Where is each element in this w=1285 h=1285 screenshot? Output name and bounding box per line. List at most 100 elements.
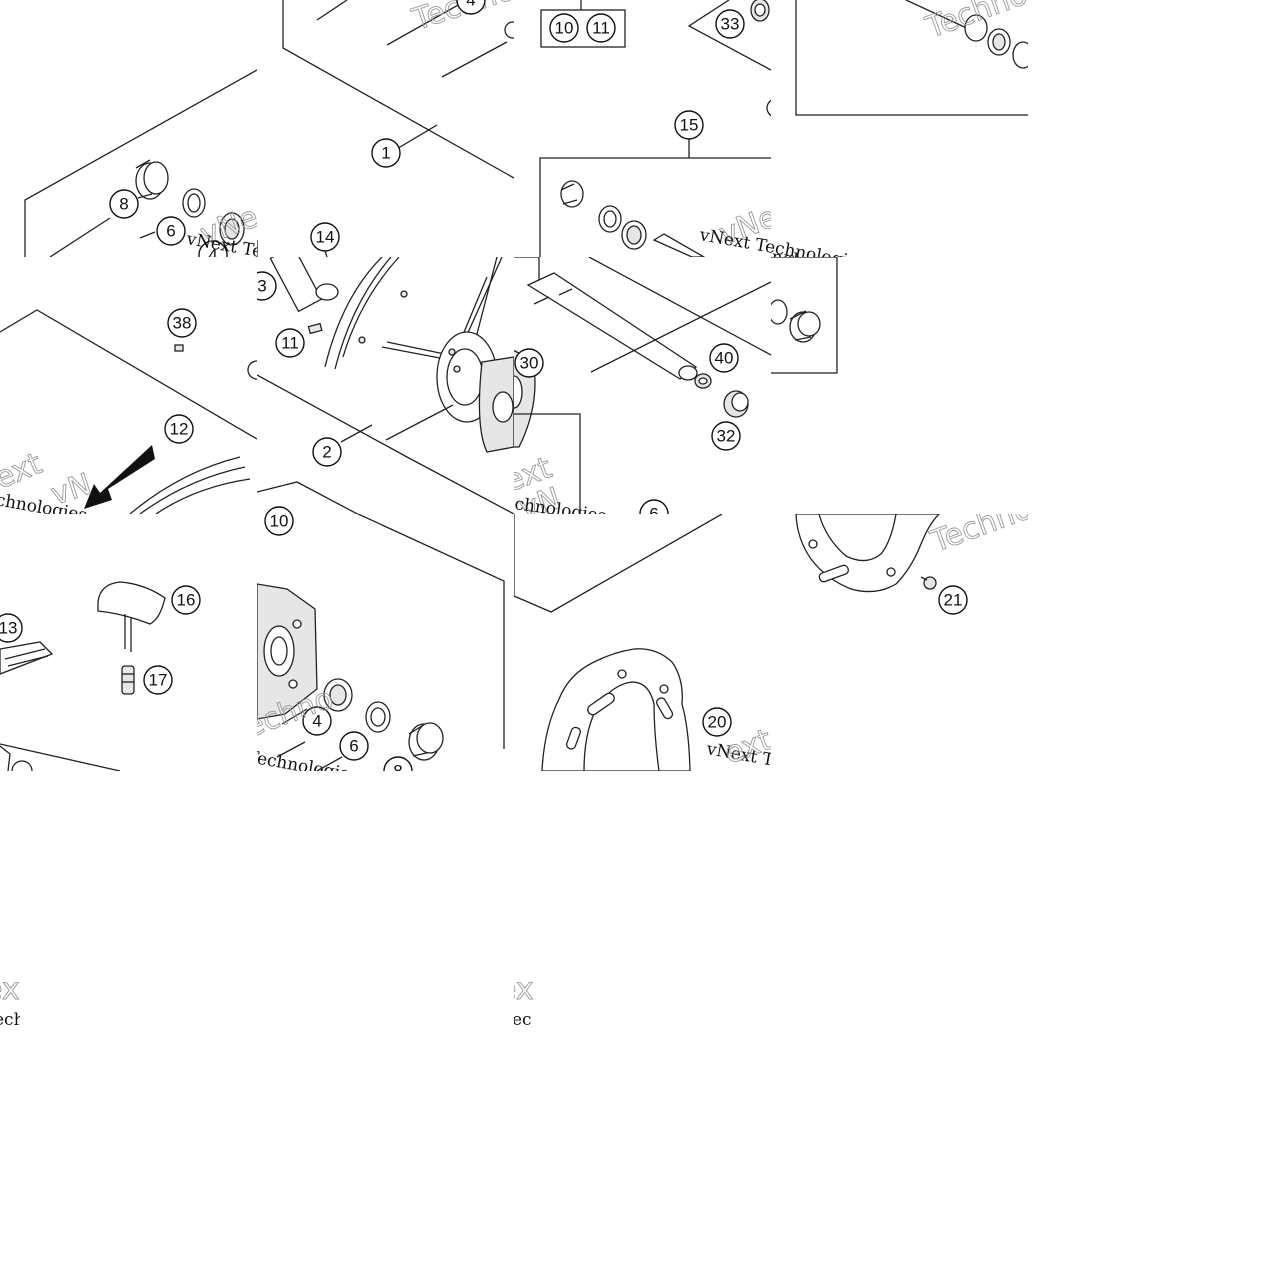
tile-front-wheel-assembly-frame: Techno 4 1 14 [257,0,514,257]
tile-front-brake-disc: 20 vNext Tec ext [514,514,771,771]
svg-text:21: 21 [944,591,963,610]
svg-text:33: 33 [721,15,740,34]
svg-text:32: 32 [717,427,736,446]
svg-text:15: 15 [680,116,699,135]
callout: 6 [339,731,369,761]
bolt-icon [307,322,323,335]
svg-text:11: 11 [281,334,299,353]
seal-icon [182,188,206,218]
bearing-icon [621,220,647,250]
callout: 2 [312,437,342,467]
watermark-ghost: ex [514,975,534,1007]
rim-lock-icon [97,581,166,652]
arrow-icon [84,445,155,509]
tile-fragment-left: ex ech [0,975,20,1035]
tile-rear-rim: 38 12 ext vN chnologies [0,257,257,514]
bolt-icon [920,576,937,590]
callout: 10 [264,514,294,536]
callout: 17 [143,665,173,695]
spacer-icon [652,233,706,257]
callout: 8 [383,756,413,772]
callout: 33 [715,9,745,39]
callout: 11 [586,13,616,43]
bearing-icon [987,28,1011,56]
hub-icon [478,356,514,453]
rim-icon [324,257,408,370]
callout: 16 [171,585,201,615]
spacer-icon [269,257,339,313]
callout: 6 [156,216,186,246]
svg-text:3: 3 [257,277,266,296]
tile-rear-brake-disc: 21 Technologies [771,514,1028,771]
svg-text:20: 20 [708,713,727,732]
svg-text:8: 8 [119,195,128,214]
spacer-icon [560,180,584,208]
bearing-icon [323,678,353,712]
svg-text:4: 4 [312,712,321,731]
axle-nut-icon [723,390,749,418]
svg-text:10: 10 [270,514,289,531]
svg-text:17: 17 [149,671,168,690]
tile-fragment-center: ex ec [514,975,534,1035]
brake-disc-icon [795,514,940,593]
svg-text:16: 16 [177,591,196,610]
tile-front-axle: 30 40 32 6 ext vN chnologies . [514,257,771,514]
axle-icon [526,272,698,381]
callout: 21 [938,585,968,615]
bolt-icon [694,373,712,389]
callout: 15 [674,110,704,140]
svg-text:10: 10 [555,19,574,38]
seal-icon [365,701,391,733]
svg-text:6: 6 [649,505,658,515]
svg-text:4: 4 [208,246,217,258]
rim-icon [129,456,251,514]
hub-icon [257,583,318,720]
callout: 8 [109,189,139,219]
callout: 4 [198,240,228,258]
callout: 3 [257,271,277,301]
svg-text:30: 30 [520,354,539,373]
tile-axle-spacer [771,257,1028,514]
svg-text:14: 14 [316,228,335,247]
svg-text:38: 38 [173,314,192,333]
spacer-icon [408,722,444,761]
svg-text:6: 6 [166,222,175,241]
watermark-text: ec [514,1010,532,1030]
bearing-icon [219,212,245,246]
callout: 4 [456,0,486,15]
svg-text:2: 2 [322,443,331,462]
watermark-text: nologies [771,247,844,257]
tile-axle-kit: 10 11 33 15 [514,0,771,257]
callout: 30 [514,348,544,378]
callout: 20 [702,707,732,737]
svg-text:8: 8 [393,762,402,772]
svg-text:6: 6 [349,737,358,756]
svg-text:40: 40 [715,349,734,368]
spacer-icon [135,159,169,200]
callout: 40 [709,343,739,373]
watermark-ghost: ex [0,975,20,1007]
watermark-text: ech [0,1010,20,1030]
svg-text:4: 4 [466,0,475,10]
watermark-ghost: Technologies [926,514,1028,560]
watermark-ghost: ext [0,446,47,496]
svg-text:11: 11 [592,19,610,38]
tile-rear-hub: 10 [257,514,514,771]
callout: 1 [371,138,401,168]
watermark-text: chnologies . [514,494,618,514]
callout: 4 [302,706,332,736]
tile-front-left-bearings: 8 6 4 vNe vNext Te [0,0,257,257]
callout: 12 [164,414,194,444]
svg-text:12: 12 [170,420,189,439]
callout: 10 [549,13,579,43]
rim-band-icon [0,641,54,675]
callout: 13 [0,613,23,643]
callout: 14 [310,222,340,252]
spacer-icon [964,14,988,42]
callout: 6 [639,499,669,515]
svg-text:1: 1 [381,144,390,163]
callout: 38 [167,308,197,338]
spacer-icon [789,310,821,343]
tile-rim-lock-and-valve: 16 17 13 [0,514,257,771]
